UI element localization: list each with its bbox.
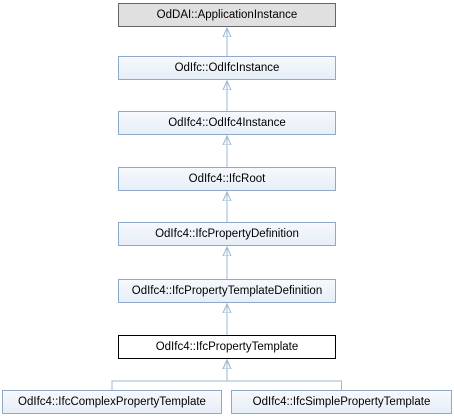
class-node-application-instance[interactable]: OdDAI::ApplicationInstance	[118, 3, 336, 27]
class-node-ifc-property-template-definition[interactable]: OdIfc4::IfcPropertyTemplateDefinition	[118, 279, 336, 303]
edge-ifc-complex-property-template-to-ifc-property-template	[111, 360, 227, 390]
class-node-ifc-complex-property-template[interactable]: OdIfc4::IfcComplexPropertyTemplate	[2, 390, 222, 414]
edge-ifc-simple-property-template-to-ifc-property-template	[227, 360, 342, 390]
class-node-odifc4-instance[interactable]: OdIfc4::OdIfc4Instance	[118, 111, 336, 135]
class-node-ifc-property-definition[interactable]: OdIfc4::IfcPropertyDefinition	[118, 222, 336, 246]
class-node-ifc-simple-property-template[interactable]: OdIfc4::IfcSimplePropertyTemplate	[231, 390, 452, 414]
class-node-ifc-property-template: OdIfc4::IfcPropertyTemplate	[118, 335, 336, 359]
class-node-odifc-instance[interactable]: OdIfc::OdIfcInstance	[118, 56, 336, 80]
class-node-ifc-root[interactable]: OdIfc4::IfcRoot	[118, 167, 336, 191]
